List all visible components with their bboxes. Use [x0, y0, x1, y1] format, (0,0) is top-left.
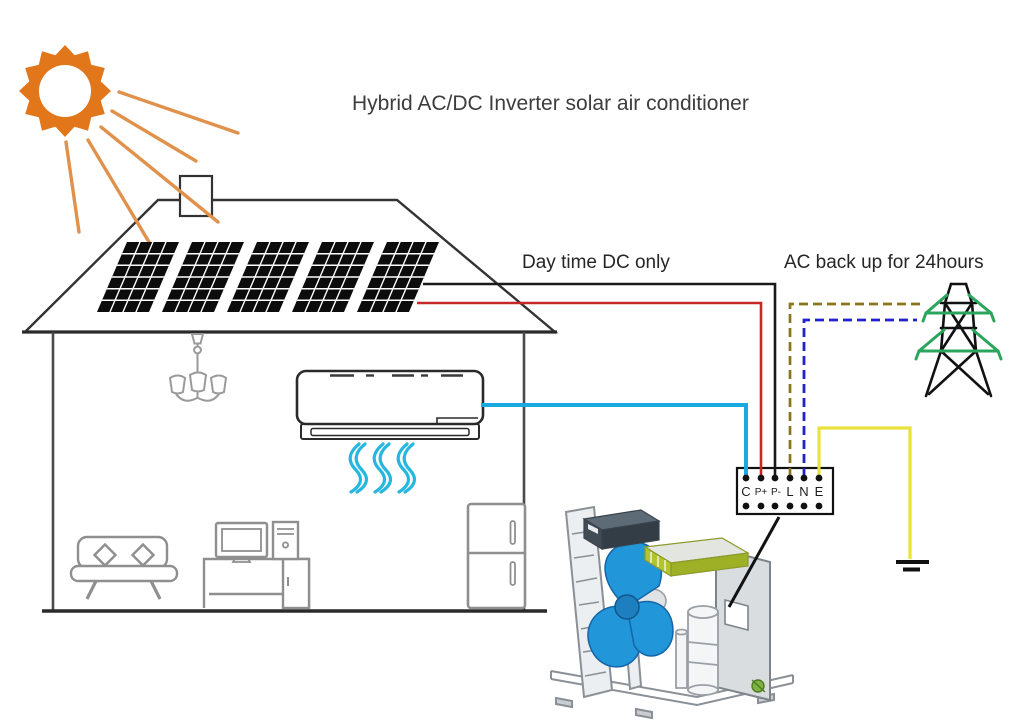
ground-symbol-icon [896, 560, 929, 572]
solar-panel [226, 242, 309, 312]
terminal-label-e: E [814, 484, 824, 499]
compressor [675, 605, 719, 696]
service-valve [751, 679, 766, 693]
solar-panel [161, 242, 244, 312]
sun-rays-icon [64, 90, 240, 249]
solar-panel [291, 242, 374, 312]
transmission-tower-icon [914, 282, 1003, 398]
ac-neutral-wire [802, 318, 917, 477]
terminal-label-p-minus: P- [771, 487, 781, 498]
terminal-label-p-plus: P+ [754, 487, 768, 498]
refrigerator-icon [466, 502, 527, 610]
terminal-pointer-line [727, 516, 781, 608]
sofa-icon [69, 535, 179, 600]
terminal-label-n: N [799, 484, 809, 499]
pcb-board [643, 537, 750, 578]
sun-icon [19, 45, 111, 137]
solar-panel [96, 242, 179, 312]
air-conditioner-indoor-unit [295, 369, 485, 440]
terminal-label-c: C [741, 484, 751, 499]
cool-air-waves-icon [348, 442, 417, 494]
ac-live-wire [788, 302, 921, 477]
computer-desk-icon [202, 520, 311, 610]
dc-positive-wire [417, 301, 763, 477]
chandelier-icon [168, 333, 228, 402]
dc-negative-wire [423, 282, 777, 477]
solar-panel-array [96, 242, 439, 312]
ac-backup-label: AC back up for 24hours [784, 252, 984, 273]
indoor-unit-wire [481, 403, 748, 477]
solar-panel [356, 242, 439, 312]
terminal-contacts [742, 474, 823, 510]
day-dc-label: Day time DC only [522, 252, 670, 273]
outdoor-unit [550, 505, 794, 720]
diagram-title: Hybrid AC/DC Inverter solar air conditio… [352, 92, 749, 115]
terminal-label-l: L [786, 484, 794, 499]
control-box [582, 509, 661, 551]
earth-wire [817, 426, 912, 559]
outdoor-unit-side-panel [715, 546, 771, 702]
